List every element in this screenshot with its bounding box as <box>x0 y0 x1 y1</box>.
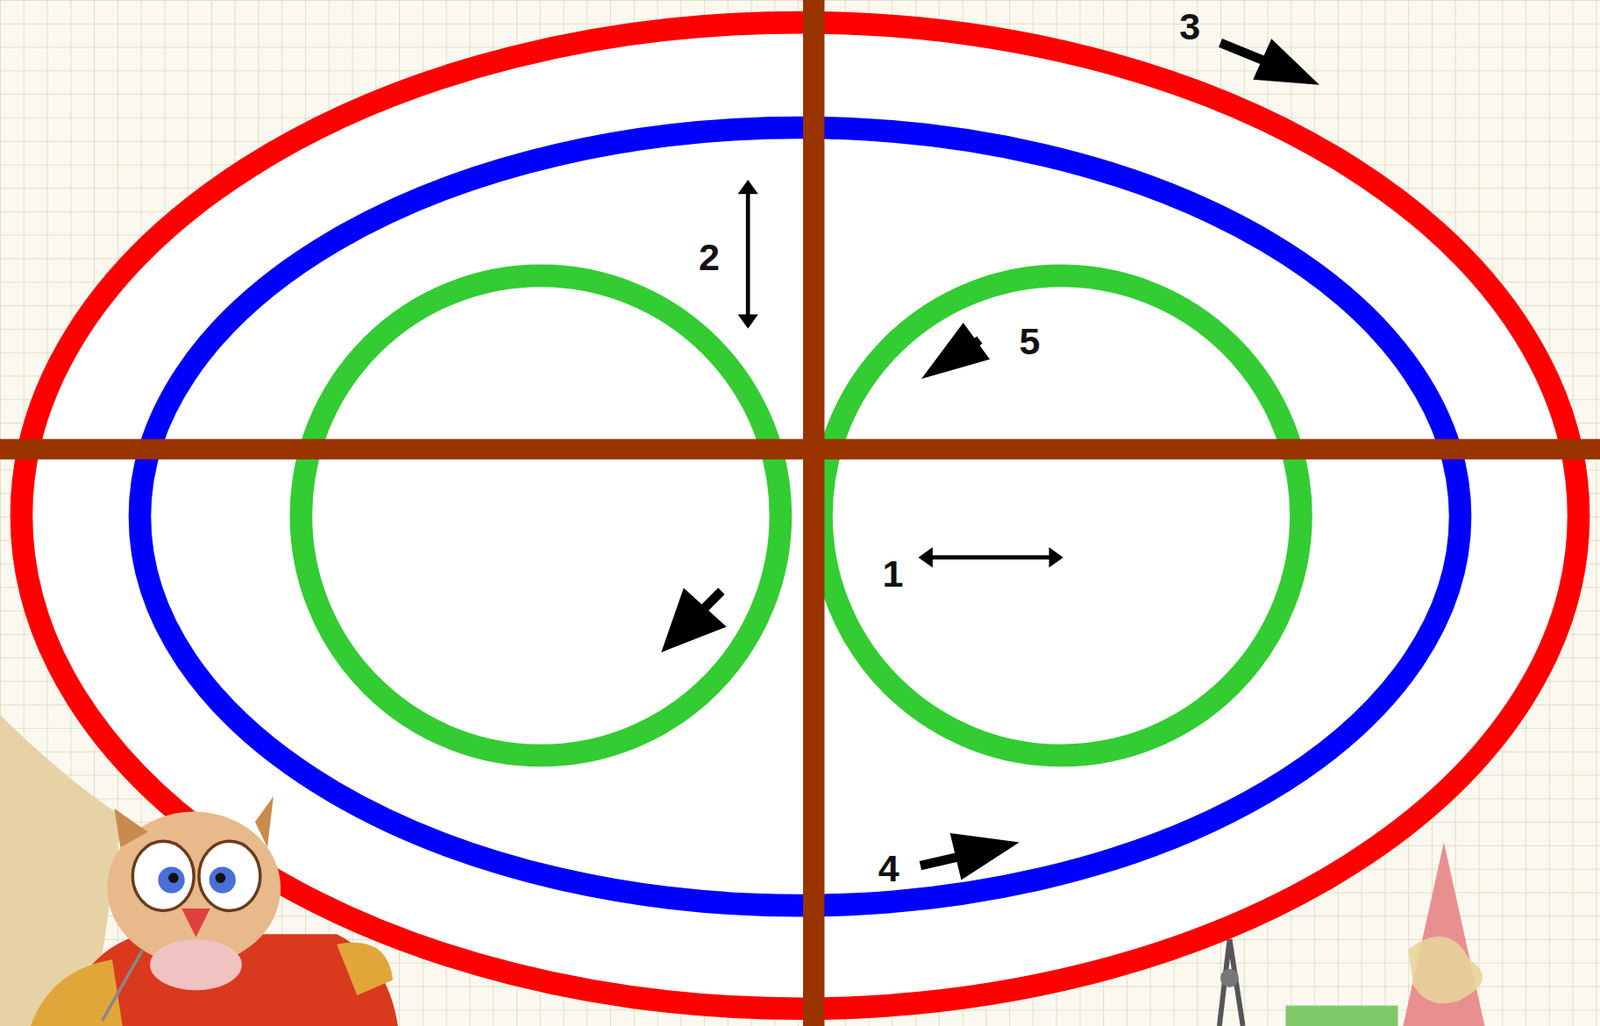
double-arrow <box>738 179 759 329</box>
direction-arrow <box>920 832 1020 881</box>
callout-number: 3 <box>1179 7 1201 46</box>
drawing-tools <box>1219 841 1486 1026</box>
blue-ellipse <box>139 128 1460 906</box>
callout-number: 5 <box>1018 321 1040 360</box>
green-circle <box>821 275 1302 755</box>
callout-number: 2 <box>698 238 720 277</box>
owl-cartoon <box>30 796 399 1026</box>
vertical-axis <box>803 0 825 1026</box>
direction-arrow <box>661 588 726 653</box>
horizontal-axis <box>0 439 1600 460</box>
callout-number: 1 <box>881 554 904 593</box>
direction-arrow <box>921 322 990 379</box>
direction-arrow <box>1220 38 1320 85</box>
paper-shade <box>0 714 123 1026</box>
green-circle <box>300 275 781 755</box>
callout-number: 4 <box>878 848 900 887</box>
double-arrow <box>918 547 1064 568</box>
red-ellipse <box>21 22 1579 1010</box>
